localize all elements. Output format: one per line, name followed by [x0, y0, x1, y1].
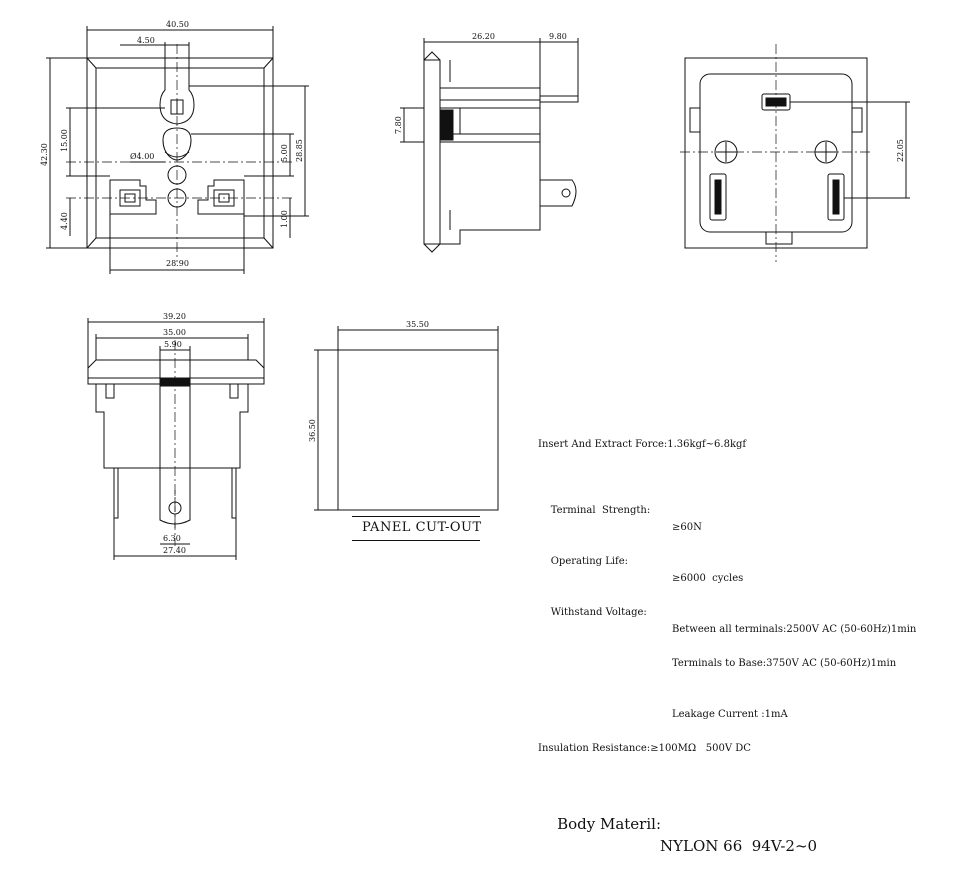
spec-withstand-row2: Terminals to Base:3750V AC (50-60Hz)1min — [538, 638, 896, 669]
spec-operating-life-value: ≥6000 cycles — [672, 573, 744, 584]
technical-drawing: 40.50 4.50 42.30 15.00 4.40 Ø4.00 28.85 … — [40, 20, 910, 560]
spec-insulation: Insulation Resistance:≥100MΩ 500V DC — [538, 743, 751, 754]
bottom-view — [87, 318, 265, 560]
panel-cutout-label: PANEL CUT-OUT — [362, 520, 482, 535]
dim-front-right-small: 1.00 — [280, 210, 289, 228]
dim-front-right-mid: 5.00 — [280, 144, 289, 162]
dim-side-thickness: 7.80 — [394, 116, 403, 134]
spec-withstand-3: Leakage Current :1mA — [672, 709, 788, 720]
spec-terminal-strength: Terminal Strength: ≥60N — [538, 485, 751, 533]
back-view — [680, 44, 910, 262]
panel-cutout — [314, 326, 499, 511]
dim-side-pin: 9.80 — [549, 32, 567, 41]
dim-front-width: 40.50 — [166, 20, 189, 29]
spec-withstand-1: Between all terminals:2500V AC (50-60Hz)… — [672, 624, 917, 635]
spec-body-value: NYLON 66 94V-2~0 — [660, 837, 818, 855]
dim-bottom-width-inner: 35.00 — [163, 328, 186, 337]
spec-terminal-strength-label: Terminal Strength: — [550, 505, 651, 516]
dim-side-depth: 26.20 — [472, 32, 495, 41]
dim-front-upper: 15.00 — [60, 129, 69, 152]
spec-insert-force: Insert And Extract Force:1.36kgf~6.8kgf — [538, 439, 747, 450]
spec-block: Insert And Extract Force:1.36kgf~6.8kgf … — [538, 405, 917, 855]
dim-bottom-width-outer: 39.20 — [163, 312, 186, 321]
spec-body-label: Body Materil: — [557, 815, 662, 833]
spec-withstand: Withstand Voltage: Between all terminals… — [538, 587, 917, 635]
spec-withstand-2: Terminals to Base:3750V AC (50-60Hz)1min — [672, 658, 897, 669]
dim-bottom-center: 5.90 — [164, 340, 182, 349]
panel-underline-bottom — [352, 540, 480, 541]
spec-operating-life: Operating Life: ≥6000 cycles — [538, 536, 751, 584]
dim-back-height: 22.05 — [896, 139, 905, 162]
dim-bottom-span: 27.40 — [163, 546, 186, 555]
spec-terminal-strength-value: ≥60N — [672, 522, 702, 533]
dim-bottom-pin: 6.30 — [163, 534, 181, 543]
dim-front-bottom: 28.90 — [166, 259, 189, 268]
spec-body: Body Materil: NYLON 66 94V-2~0 — [538, 791, 817, 855]
dim-front-lower: 4.40 — [60, 212, 69, 230]
spec-operating-life-label: Operating Life: — [550, 556, 629, 567]
side-view — [400, 38, 579, 253]
front-view — [46, 26, 309, 274]
dim-front-dia: Ø4.00 — [130, 152, 154, 161]
dim-front-top: 4.50 — [137, 36, 155, 45]
spec-withstand-label: Withstand Voltage: — [550, 607, 647, 618]
dim-front-height: 42.30 — [40, 143, 49, 166]
panel-underline-top — [352, 516, 480, 517]
dim-cutout-height: 36.50 — [308, 419, 317, 442]
spec-withstand-row3: Leakage Current :1mA — [538, 689, 788, 720]
dim-front-right-height: 28.85 — [295, 139, 304, 162]
dim-cutout-width: 35.50 — [406, 320, 429, 329]
